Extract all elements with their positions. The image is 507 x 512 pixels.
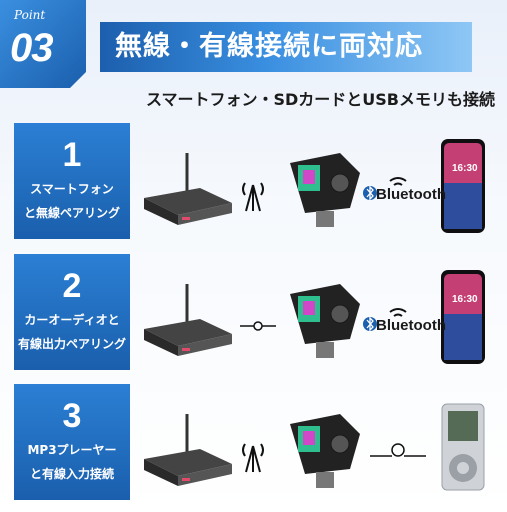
row-label-line2: 有線出力ペアリング	[17, 337, 126, 351]
car-stereo-icon	[144, 153, 232, 225]
car-stereo-icon	[144, 414, 232, 486]
row-number: 2	[62, 267, 82, 305]
point-badge: Point 03	[0, 0, 86, 88]
fm-transmitter-icon	[290, 284, 360, 358]
badge-number: 03	[10, 26, 53, 70]
page-title: 無線・有線接続に両対応	[100, 22, 472, 72]
phone-clock: 16:30	[452, 163, 478, 174]
row-1-scene	[144, 139, 485, 233]
mp3-player-icon	[441, 403, 485, 491]
row-number: 3	[62, 397, 82, 435]
smartphone-icon	[441, 270, 485, 364]
badge-point-label: Point	[14, 8, 46, 22]
bluetooth-icon	[363, 177, 407, 201]
bluetooth-label: Bluetooth	[376, 186, 446, 203]
row-2-scene	[144, 270, 485, 364]
page-subtitle: スマートフォン・SDカードとUSBメモリも接続	[145, 90, 495, 109]
row-label-line2: と有線入力接続	[29, 467, 114, 481]
antenna-signal-icon	[242, 443, 264, 473]
row-label-line1: カーオーディオと	[24, 313, 120, 327]
antenna-signal-icon	[242, 182, 264, 212]
row-label-line1: MP3プレーヤー	[27, 443, 117, 457]
bluetooth-icon	[363, 308, 407, 332]
row-3-scene	[144, 403, 485, 491]
fm-transmitter-icon	[290, 153, 360, 227]
badge-shape-icon	[0, 0, 86, 88]
row-label-1: 1 スマートフォン と無線ペアリング	[14, 123, 130, 239]
row-label-2: 2 カーオーディオと 有線出力ペアリング	[14, 254, 130, 370]
aux-cable-icon	[370, 443, 426, 457]
row-number: 1	[62, 136, 82, 174]
car-stereo-icon	[144, 284, 232, 356]
row-label-3: 3 MP3プレーヤー と有線入力接続	[14, 384, 130, 500]
connection-row-1: 1 スマートフォン と無線ペアリング	[0, 123, 507, 239]
row-label-line1: スマートフォン	[30, 182, 114, 196]
smartphone-icon	[441, 139, 485, 233]
connection-row-3: 3 MP3プレーヤー と有線入力接続	[0, 384, 507, 500]
aux-cable-icon	[240, 321, 276, 331]
fm-transmitter-icon	[290, 414, 360, 488]
row-label-line2: と無線ペアリング	[23, 206, 120, 220]
phone-clock: 16:30	[452, 294, 478, 305]
connection-row-2: 2 カーオーディオと 有線出力ペアリング	[0, 254, 507, 370]
bluetooth-label: Bluetooth	[376, 317, 446, 334]
